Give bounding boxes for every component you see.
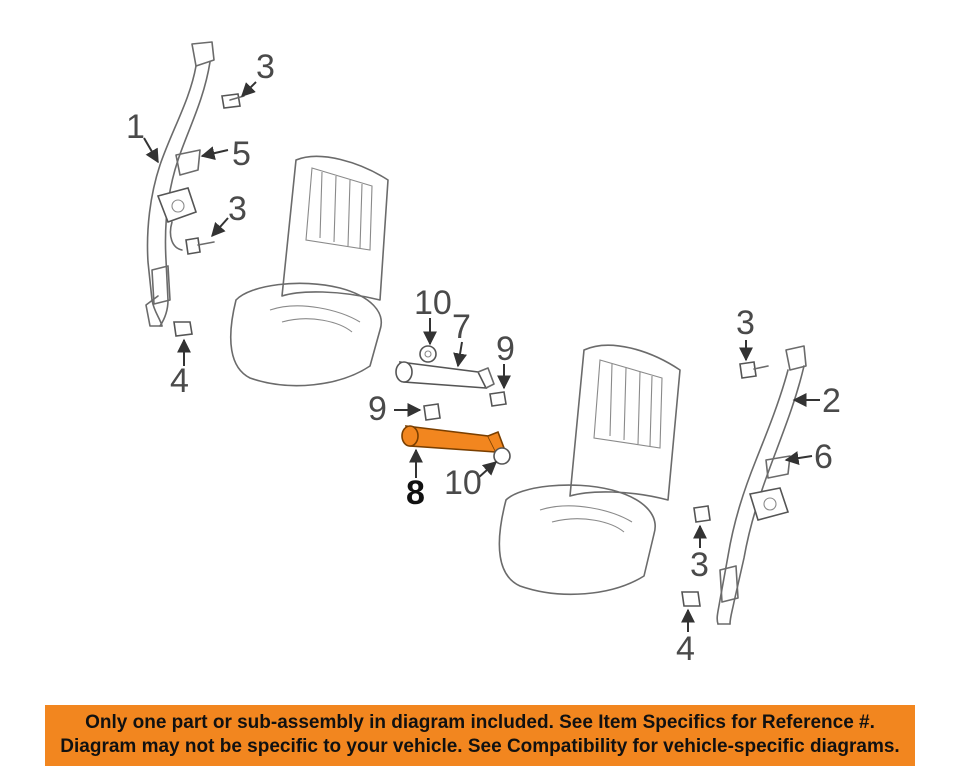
callout-9-right: 9 <box>496 330 515 368</box>
bolt-mid-right <box>693 505 711 523</box>
parts-diagram: 1 5 3 3 4 10 7 9 9 8 10 3 2 6 3 4 <box>126 41 841 668</box>
buckle-cover-upper <box>395 361 495 389</box>
left-seat-belt-assembly <box>145 41 215 327</box>
callout-8: 8 <box>406 474 425 512</box>
disclaimer-banner: Only one part or sub-assembly in diagram… <box>45 705 915 766</box>
nut-upper <box>419 345 437 363</box>
callout-3-lower-right: 3 <box>690 546 709 584</box>
callout-3-mid-left: 3 <box>228 190 247 228</box>
callout-3-upper-right: 3 <box>736 304 755 342</box>
callout-7: 7 <box>452 308 471 346</box>
callout-5: 5 <box>232 135 251 173</box>
leader-lines <box>143 81 820 632</box>
buckle-cover-highlighted <box>401 425 506 453</box>
bolt-lower-left <box>173 321 193 337</box>
disclaimer-line-2: Diagram may not be specific to your vehi… <box>60 736 900 757</box>
callout-10-lower: 10 <box>444 464 482 502</box>
callout-3-upper-left: 3 <box>256 48 275 86</box>
bolt-mid-left <box>185 237 215 255</box>
bolt-upper-left <box>221 93 245 109</box>
callout-6: 6 <box>814 438 833 476</box>
callout-10-upper: 10 <box>414 284 452 322</box>
callout-1: 1 <box>126 108 145 146</box>
callout-2: 2 <box>822 382 841 420</box>
left-seat <box>230 155 389 387</box>
callout-4-left: 4 <box>170 362 189 400</box>
disclaimer-line-1: Only one part or sub-assembly in diagram… <box>85 712 875 733</box>
nut-lower <box>493 447 511 465</box>
right-seat-belt-assembly <box>716 345 807 625</box>
callout-9-left: 9 <box>368 390 387 428</box>
bolt-lower-right <box>681 591 701 607</box>
screw-mid <box>423 403 441 421</box>
bolt-upper-right <box>739 361 769 379</box>
right-seat <box>498 344 681 596</box>
callout-4-right: 4 <box>676 630 695 668</box>
screw-upper-right <box>489 391 507 407</box>
